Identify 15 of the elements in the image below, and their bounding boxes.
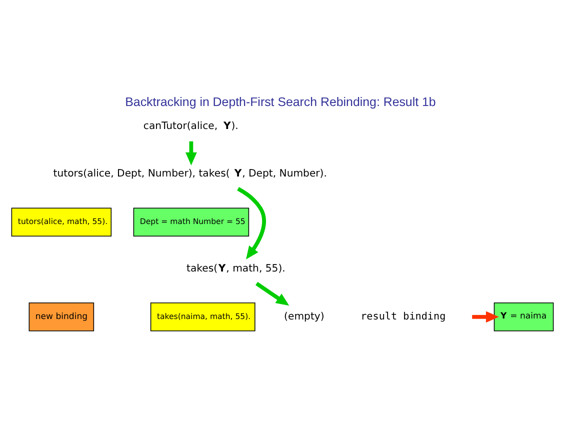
node-box: Y = naima bbox=[494, 302, 554, 332]
node-text: result binding bbox=[360, 312, 446, 323]
node-text: tutors(alice, Dept, Number), takes(Y, Dept, Number). bbox=[53, 168, 327, 180]
node-box: new binding bbox=[28, 302, 94, 332]
node-box: takes(naima, math, 55). bbox=[150, 302, 256, 332]
node-text: takes(Y, math, 55). bbox=[186, 263, 286, 274]
arrow bbox=[237, 187, 266, 260]
arrow bbox=[256, 282, 290, 306]
arrow bbox=[472, 311, 499, 323]
arrow bbox=[186, 141, 197, 166]
node-text: canTutor(alice, Y). bbox=[143, 121, 238, 132]
diagram-title: Backtracking in Depth-First Search Rebinding: Result 1b bbox=[125, 95, 436, 110]
node-box: tutors(alice, math, 55). bbox=[11, 208, 112, 236]
node-text: (empty) bbox=[284, 312, 324, 323]
node-box: Dept = math Number = 55 bbox=[133, 208, 250, 236]
